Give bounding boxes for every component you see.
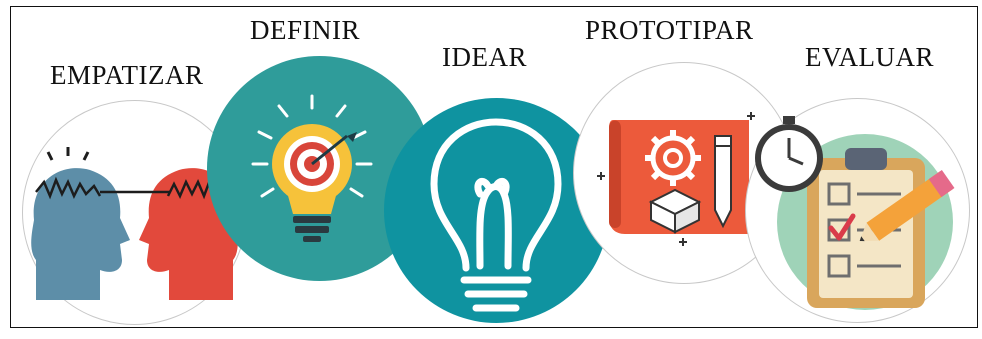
stage-label-empatizar: EMPATIZAR (50, 60, 204, 90)
stage-label-evaluar: EVALUAR (805, 42, 935, 72)
checklist-stopwatch-icon (755, 116, 955, 310)
lightbulb-icon (430, 118, 562, 312)
stage-label-prototipar: PROTOTIPAR (585, 15, 754, 45)
stage-label-definir: DEFINIR (250, 15, 360, 45)
stage-label-idear: IDEAR (442, 42, 527, 72)
bulb-target-icon (251, 94, 373, 242)
stage-circle-idear (384, 98, 609, 323)
blueprint-icon (597, 112, 755, 246)
